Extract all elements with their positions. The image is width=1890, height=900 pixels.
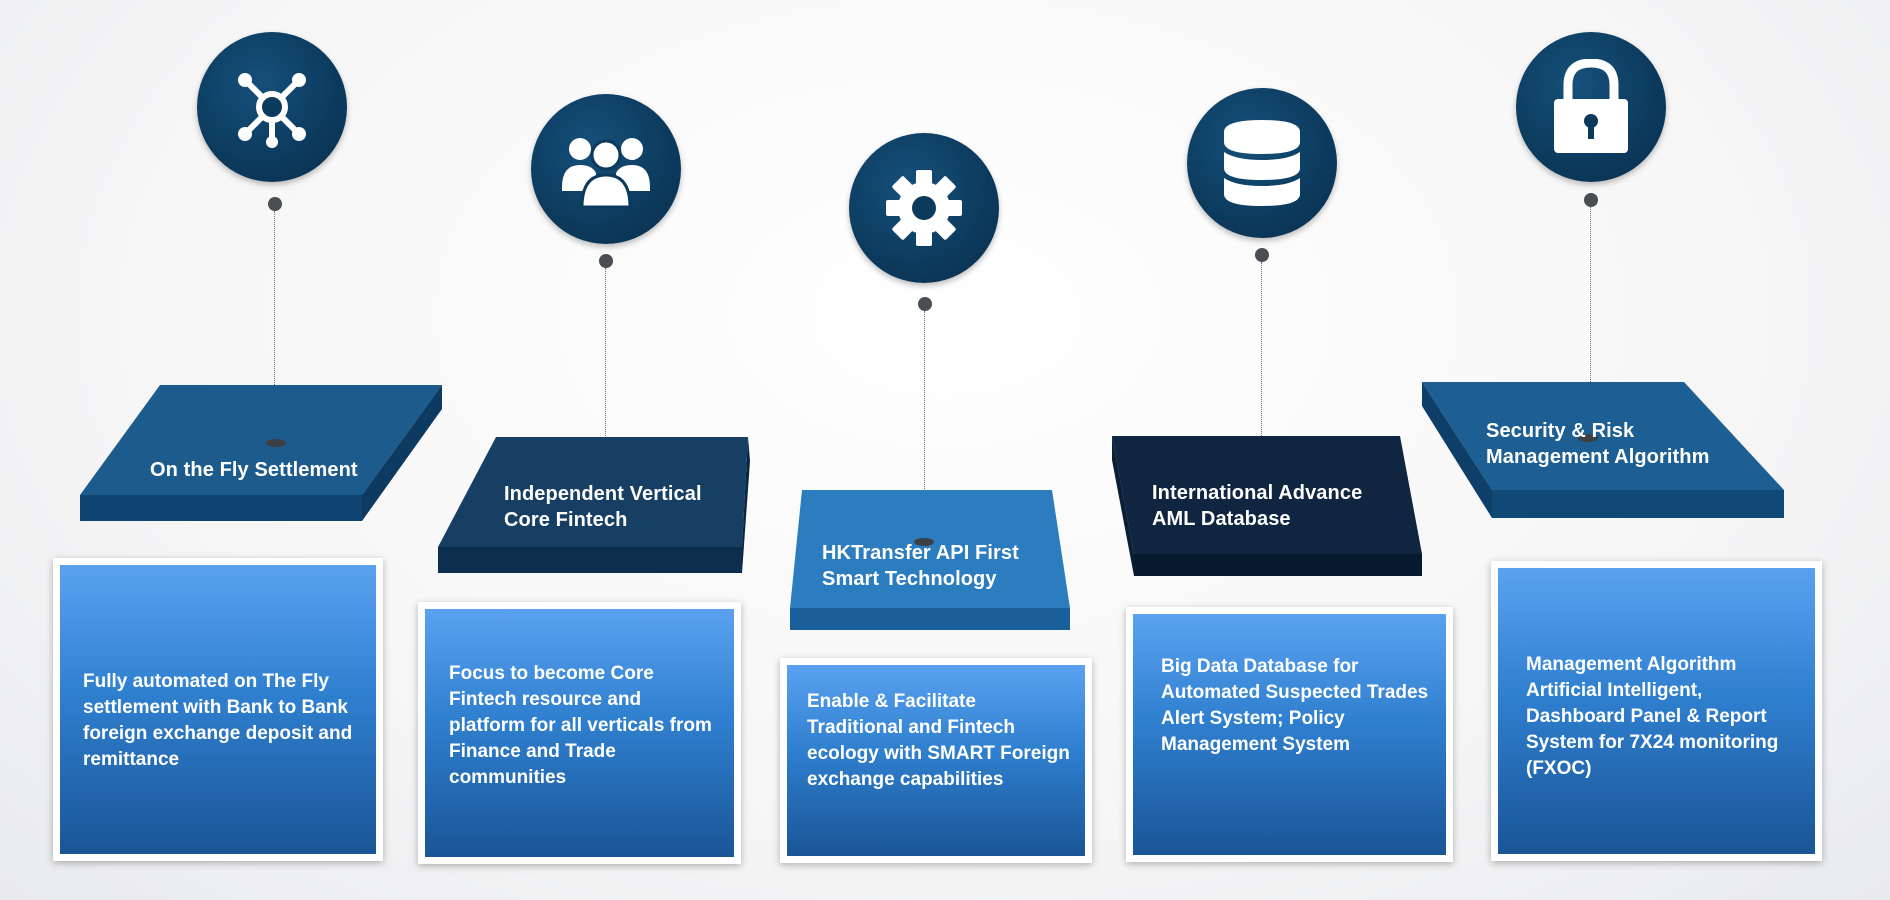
- plate-title: Independent Vertical Core Fintech: [504, 483, 702, 531]
- users-group-icon: [562, 138, 650, 209]
- plate-title: On the Fly Settlement: [150, 459, 358, 481]
- connector-dot: [268, 197, 282, 211]
- gear-icon: [886, 170, 962, 246]
- security-description-box: Management Algorithm Artificial Intellig…: [1491, 561, 1822, 861]
- security-icon-circle: [1516, 32, 1666, 182]
- api-plate: HKTransfer API First Smart Technology: [790, 490, 1072, 632]
- plate-title: International Advance AML Database: [1152, 482, 1363, 530]
- connector-dot: [599, 254, 613, 268]
- aml-description-box: Big Data Database for Automated Suspecte…: [1126, 607, 1453, 862]
- description-main: Management Algorithm Artificial Intellig…: [1526, 654, 1779, 753]
- settlement-icon-circle: [197, 32, 347, 182]
- padlock-icon: [1554, 59, 1628, 153]
- connector-line: [1261, 262, 1262, 482]
- plate-title: Security & Risk Management Algorithm: [1486, 420, 1710, 468]
- connector-line: [924, 311, 925, 543]
- security-plate: Security & Risk Management Algorithm: [1422, 382, 1786, 524]
- connector-dot: [1255, 248, 1269, 262]
- connector-dot: [1584, 193, 1598, 207]
- vertical-description-box: Focus to become Core Fintech resource an…: [418, 602, 741, 864]
- description-text: Fully automated on The Fly settlement wi…: [83, 671, 353, 770]
- api-icon-circle: [849, 133, 999, 283]
- network-hub-icon: [238, 73, 306, 148]
- api-description-box: Enable & Facilitate Traditional and Fint…: [780, 658, 1092, 863]
- vertical-plate: Independent Vertical Core Fintech: [438, 437, 754, 577]
- connector-line: [274, 211, 275, 443]
- plate-title: HKTransfer API First Smart Technology: [822, 542, 1019, 590]
- description-text: Big Data Database for Automated Suspecte…: [1161, 656, 1429, 755]
- connector-line: [1590, 207, 1591, 442]
- database-icon: [1224, 120, 1300, 206]
- settlement-description-box: Fully automated on The Fly settlement wi…: [53, 558, 383, 861]
- vertical-icon-circle: [531, 94, 681, 244]
- aml-plate: International Advance AML Database: [1112, 436, 1430, 578]
- description-text: Focus to become Core Fintech resource an…: [449, 663, 712, 788]
- settlement-plate: On the Fly Settlement: [78, 385, 448, 525]
- connector-dot: [918, 297, 932, 311]
- description-text: Enable & Facilitate Traditional and Fint…: [807, 691, 1070, 790]
- description-acronym: (FXOC): [1526, 758, 1592, 779]
- connector-line: [605, 268, 606, 480]
- aml-icon-circle: [1187, 88, 1337, 238]
- description-text: Management Algorithm Artificial Intellig…: [1526, 652, 1806, 782]
